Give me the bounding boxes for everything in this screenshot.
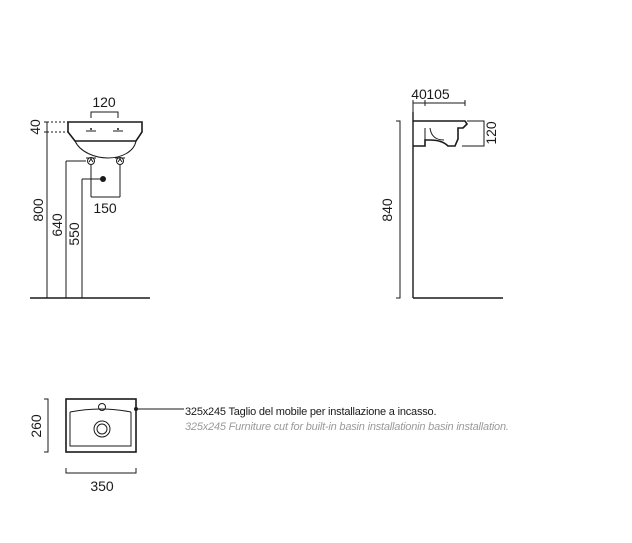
label-260: 260 <box>28 414 44 438</box>
dim-line-260 <box>44 398 49 453</box>
label-350: 350 <box>90 478 114 494</box>
label-120-side: 120 <box>483 121 499 145</box>
label-40-side: 40 <box>411 86 427 102</box>
plan-drain-inner-icon <box>96 423 108 435</box>
side-basin-inner <box>424 127 445 141</box>
label-105-side: 105 <box>426 86 450 102</box>
dim-line-40-front <box>44 121 48 133</box>
side-view: 40 105 120 840 <box>379 86 503 299</box>
label-640: 640 <box>49 213 65 237</box>
label-120-front: 120 <box>92 94 116 110</box>
label-150: 150 <box>93 200 117 216</box>
front-basin-bowl <box>74 140 137 159</box>
dim-line-840 <box>396 120 401 299</box>
drain-icon <box>100 176 106 182</box>
plan-outer <box>65 398 137 453</box>
tap-hole-right <box>117 128 119 130</box>
label-550: 550 <box>66 222 82 246</box>
front-basin-rim <box>67 121 143 142</box>
label-40-front: 40 <box>27 119 43 135</box>
valve-left-mark <box>88 158 94 163</box>
dim-line-120-front <box>90 111 119 118</box>
dim-line-640 <box>65 160 86 298</box>
plan-inner-bowl <box>69 412 132 447</box>
side-basin-profile <box>413 120 469 147</box>
dim-line-40-105 <box>412 100 466 112</box>
note-english: 325x245 Furniture cut for built-in basin… <box>185 421 509 433</box>
dim-line-350 <box>65 468 137 474</box>
plan-drain-outer-icon <box>93 420 111 438</box>
label-800: 800 <box>30 198 46 222</box>
tap-hole-left <box>90 128 92 130</box>
front-view: 120 40 800 640 550 150 <box>27 94 150 299</box>
label-840: 840 <box>379 198 395 222</box>
valve-right-mark <box>117 158 123 163</box>
plan-view: 260 350 <box>28 398 184 494</box>
dim-line-120-side <box>462 120 485 147</box>
plan-tap-hole-icon <box>98 403 106 411</box>
plan-inner-rim <box>69 408 132 413</box>
dim-line-150 <box>90 165 121 198</box>
note-italian: 325x245 Taglio del mobile per installazi… <box>185 406 437 418</box>
